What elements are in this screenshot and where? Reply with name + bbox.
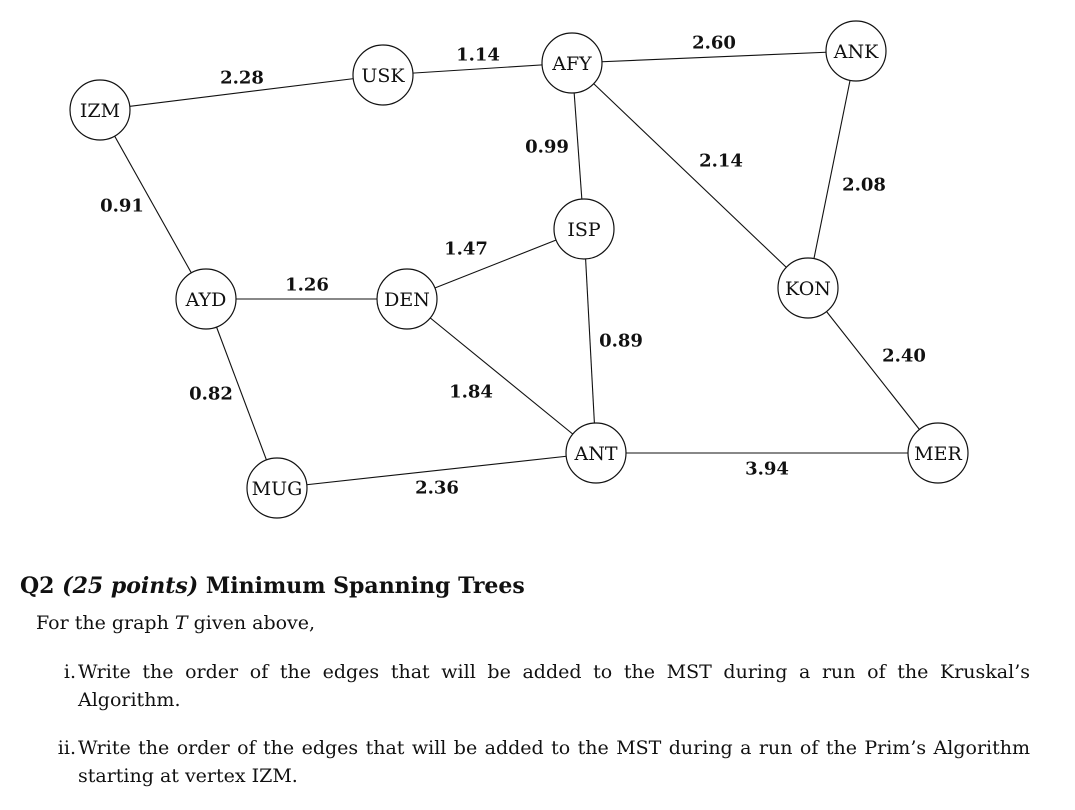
edge-ayd-mug [205,298,278,489]
question-heading: Q2 (25 points) Minimum Spanning Trees [20,568,1060,604]
question-number: Q2 [20,573,55,599]
node-circle [565,422,627,484]
edge-kon-mer [807,287,939,454]
node-mer: MER [907,422,969,484]
edge-weight-afy-kon: 2.14 [699,151,743,172]
question-list: i. Write the order of the edges that wil… [20,658,1060,790]
edge-mug-ant [276,452,597,489]
edge-weight-izm-ayd: 0.91 [100,196,144,217]
edge-ank-kon [807,50,857,289]
edge-den-ant [406,298,597,454]
node-label: DEN [384,289,430,311]
node-circle [175,268,237,330]
edge-weight-izm-usk: 2.28 [220,68,264,89]
node-circle [69,79,131,141]
node-circle [907,422,969,484]
intro-before: For the graph [36,612,169,634]
node-kon: KON [777,257,839,319]
edge-isp-ant [583,228,597,454]
edge-weights-layer: 2.28 1.14 2.60 0.99 2.14 2.08 0.91 1.47 1.26 0.89… [100,33,926,499]
item-numeral: ii. [57,737,76,759]
question-intro: For the graph T given above, [36,610,1060,636]
node-label: ANT [573,443,617,465]
edge-weight-kon-mer: 2.40 [882,346,926,367]
edge-usk-afy [382,62,573,76]
question-item-kruskal: i. Write the order of the edges that wil… [20,658,1060,714]
node-circle [246,457,308,519]
node-circle [825,20,887,82]
question-item-prim: ii. Write the order of the edges that wi… [20,734,1060,790]
edge-afy-kon [571,62,809,289]
edge-isp-den [406,228,585,300]
node-afy: AFY [541,32,603,94]
node-label: AYD [185,289,227,311]
node-label: AFY [551,53,592,75]
node-label: ISP [567,219,601,241]
node-den: DEN [376,268,438,330]
node-label: IZM [80,100,120,122]
question-block: Q2 (25 points) Minimum Spanning Trees Fo… [20,568,1060,810]
node-usk: USK [352,44,414,106]
node-label: ANK [833,41,879,63]
node-circle [352,44,414,106]
item-text: Write the order of the edges that will b… [78,737,1030,787]
edge-weight-ant-mer: 3.94 [745,459,789,480]
node-label: MER [914,443,962,465]
node-circle [777,257,839,319]
node-ant: ANT [565,422,627,484]
node-ank: ANK [825,20,887,82]
edge-weight-afy-ank: 2.60 [692,33,736,54]
node-label: KON [785,278,831,300]
edge-weight-afy-isp: 0.99 [525,137,569,158]
edges-layer [99,50,939,489]
edge-afy-ank [571,50,857,64]
node-label: MUG [252,478,303,500]
edge-weight-isp-den: 1.47 [444,239,488,260]
question-title: Minimum Spanning Trees [205,573,525,599]
edge-weight-ayd-den: 1.26 [285,275,329,296]
node-ayd: AYD [175,268,237,330]
node-circle [541,32,603,94]
edge-weight-mug-ant: 2.36 [415,478,459,499]
question-points: (25 points) [62,573,199,599]
node-izm: IZM [69,79,131,141]
edge-weight-ank-kon: 2.08 [842,175,886,196]
graph-diagram: 2.28 1.14 2.60 0.99 2.14 2.08 0.91 1.47 1.26 0.89… [69,20,969,519]
node-label: USK [361,65,405,87]
item-text: Write the order of the edges that will b… [78,661,1030,711]
graph-symbol: T [174,612,188,634]
node-mug: MUG [246,457,308,519]
node-isp: ISP [553,198,615,260]
edge-weight-ayd-mug: 0.82 [189,384,233,405]
node-circle [553,198,615,260]
node-circle [376,268,438,330]
edge-izm-ayd [99,109,207,300]
edge-weight-isp-ant: 0.89 [599,331,643,352]
edge-izm-usk [99,74,384,111]
nodes-layer: IZM USK AFY ANK ISP AYD DEN KON ANT MUG MER [69,20,969,519]
edge-weight-usk-afy: 1.14 [456,45,500,66]
item-numeral: i. [63,661,76,683]
intro-after: given above, [193,612,316,634]
edge-weight-den-ant: 1.84 [449,382,493,403]
